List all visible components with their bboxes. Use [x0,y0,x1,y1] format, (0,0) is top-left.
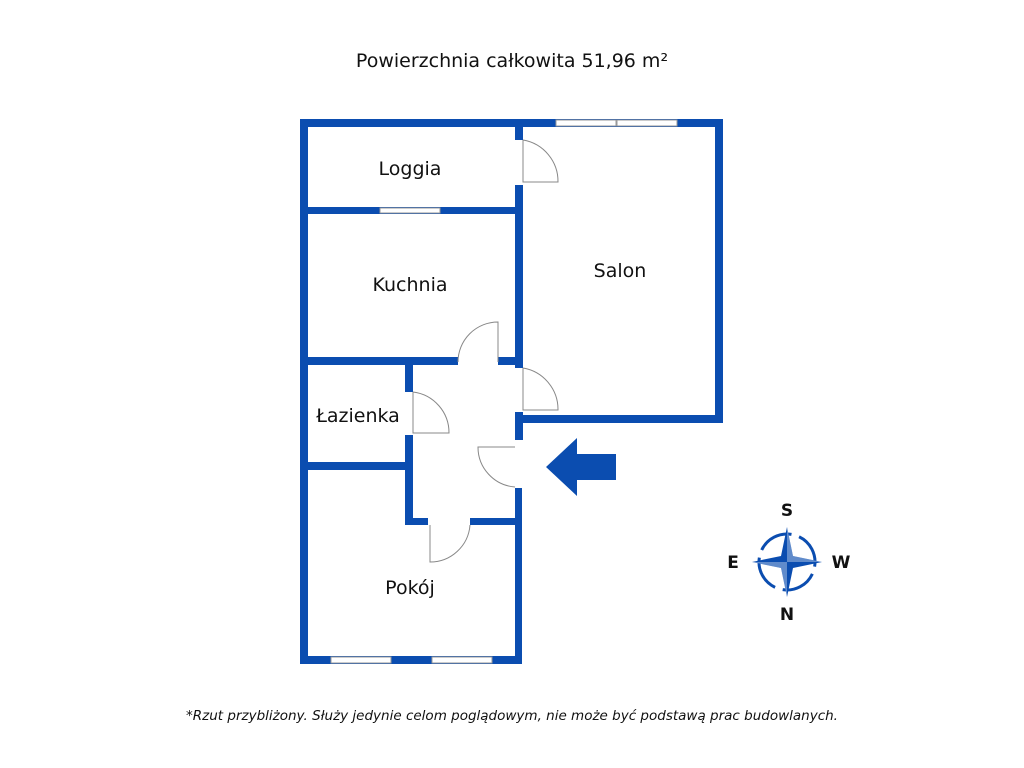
door-entrance [477,446,516,488]
compass-label-top: S [781,501,793,521]
total-area-title: Powierzchnia całkowita 51,96 m² [355,50,669,72]
arrow-left-icon [546,438,616,496]
room-label-kuchnia: Kuchnia [372,274,447,296]
compass-label-bottom: N [780,605,794,625]
compass-rose-icon [752,527,822,597]
compass-label-left: E [727,553,739,573]
window [555,119,617,127]
door-lazienka [412,391,450,434]
room-label-pokoj: Pokój [385,577,435,599]
walls [300,119,723,664]
window [616,119,678,127]
door-pokoj [429,524,471,563]
window [330,656,392,664]
room-label-salon: Salon [594,260,647,282]
room-label-loggia: Loggia [379,158,442,180]
window [431,656,493,664]
windows [330,119,678,664]
window [379,207,441,214]
door-loggia [522,139,559,183]
room-label-lazienka: Łazienka [315,405,400,427]
door-salon [522,367,559,411]
compass-label-right: W [832,553,851,573]
disclaimer-note: *Rzut przybliżony. Służy jedynie celom p… [186,708,838,724]
doors [412,139,559,563]
door-kuchnia [457,321,499,363]
